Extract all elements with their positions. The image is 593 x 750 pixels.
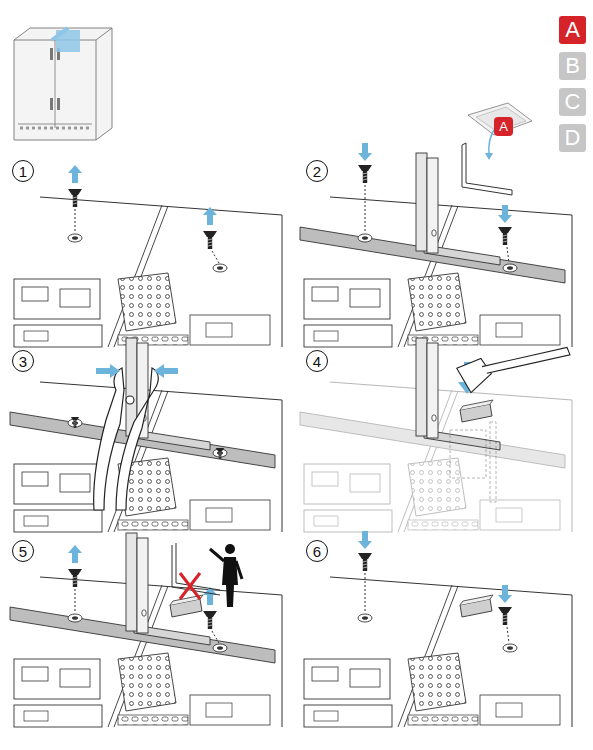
step-number: 5 <box>12 540 34 562</box>
bag-label: A <box>494 117 513 136</box>
node-text: A <box>565 19 580 41</box>
step-number: 6 <box>306 540 328 562</box>
node-text: 3 <box>19 354 27 369</box>
tab-inactive: D <box>559 124 586 152</box>
step-3-art <box>10 338 282 532</box>
fridge-thumbnail <box>14 28 112 140</box>
tab-active: A <box>559 16 586 44</box>
tab-inactive: B <box>559 52 586 80</box>
step-2-art <box>300 103 572 347</box>
node-text: C <box>565 91 581 113</box>
node-text: 4 <box>313 354 321 369</box>
node-text: A <box>499 120 508 133</box>
keep-bracket-icon <box>172 543 242 607</box>
ghost-hinge <box>450 422 496 502</box>
hammer <box>457 327 570 396</box>
step-number: 2 <box>306 160 328 182</box>
step-number: 4 <box>306 350 328 372</box>
step-4-art <box>300 327 572 532</box>
step-number: 3 <box>12 350 34 372</box>
node-text: B <box>565 55 580 77</box>
step-1-art <box>14 165 282 347</box>
node-text: D <box>565 127 581 149</box>
node-text: 6 <box>313 544 321 559</box>
step-5-art <box>10 533 282 727</box>
step-number: 1 <box>12 160 34 182</box>
node-text: 1 <box>19 164 27 179</box>
node-text: 5 <box>19 544 27 559</box>
node-text: 2 <box>313 164 321 179</box>
pliers <box>94 368 159 510</box>
step-6-art <box>304 531 572 727</box>
tab-inactive: C <box>559 88 586 116</box>
